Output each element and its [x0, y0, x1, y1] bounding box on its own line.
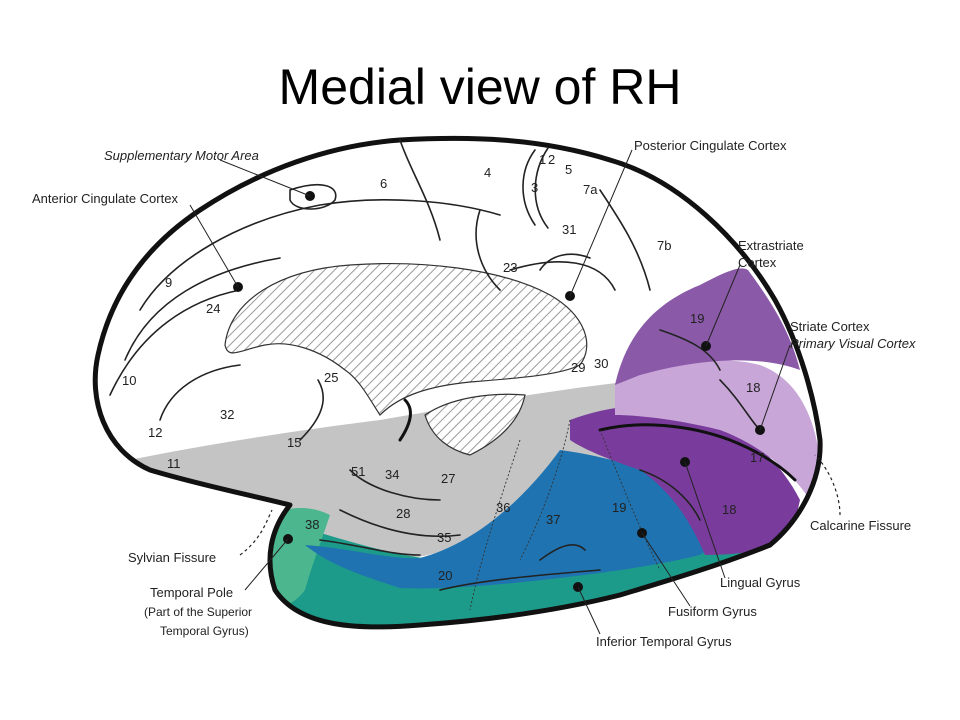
label-calcarine-fissure: Calcarine Fissure	[810, 518, 911, 533]
area-5: 5	[565, 162, 572, 177]
area-2: 2	[548, 152, 555, 167]
label-extrastriate-1: Extrastriate	[738, 238, 804, 253]
sylvian-leader	[239, 509, 273, 556]
area-30: 30	[594, 356, 608, 371]
area-28: 28	[396, 506, 410, 521]
area-1: 1	[539, 152, 546, 167]
area-34: 34	[385, 467, 399, 482]
area-24: 24	[206, 301, 220, 316]
striate-region	[615, 360, 820, 500]
area-35: 35	[437, 530, 451, 545]
pcc-leader	[569, 149, 633, 297]
label-extrastriate-2: Cortex	[738, 255, 777, 270]
corpus-callosum	[224, 263, 588, 416]
lingual-region	[570, 404, 800, 555]
area-11: 11	[167, 456, 181, 471]
inferior-temporal-leader	[577, 586, 601, 635]
slide-title: Medial view of RH	[278, 59, 682, 115]
striate-leader	[759, 344, 791, 431]
area-19-upper: 19	[690, 311, 704, 326]
area-25: 25	[324, 370, 338, 385]
label-temporal-pole-2: (Part of the Superior	[144, 605, 252, 619]
area-37: 37	[546, 512, 560, 527]
area-3: 3	[531, 180, 538, 195]
area-7a: 7a	[583, 182, 598, 197]
area-18-upper: 18	[746, 380, 760, 395]
area-7b: 7b	[657, 238, 671, 253]
sma-leader	[219, 159, 311, 197]
area-23: 23	[503, 260, 517, 275]
area-36: 36	[496, 500, 510, 515]
area-31: 31	[562, 222, 576, 237]
label-temporal-pole-1: Temporal Pole	[150, 585, 233, 600]
label-striate-2: Primary Visual Cortex	[790, 336, 916, 351]
label-inferior-temporal-gyrus: Inferior Temporal Gyrus	[596, 634, 732, 649]
area-27: 27	[441, 471, 455, 486]
fusiform-leader	[641, 532, 691, 607]
acc-leader	[189, 204, 239, 288]
label-striate-1: Striate Cortex	[790, 319, 870, 334]
extrastriate-leader	[705, 264, 741, 347]
area-19-lower: 19	[612, 500, 626, 515]
label-sylvian-fissure: Sylvian Fissure	[128, 550, 216, 565]
brain-outline	[92, 135, 823, 630]
extrastriate-region	[615, 268, 800, 385]
area-51: 51	[351, 464, 365, 479]
label-temporal-pole-3: Temporal Gyrus)	[160, 624, 249, 638]
area-20: 20	[438, 568, 452, 583]
area-38: 38	[305, 517, 319, 532]
area-32: 32	[220, 407, 234, 422]
area-15: 15	[287, 435, 301, 450]
brodmann-area-numbers: 1 2 5 4 3 6 7a 31 7b 23 9 24 19 30 29 25…	[122, 152, 764, 583]
temporal-pole-region	[262, 508, 330, 606]
temporal-pole-leader	[244, 538, 289, 591]
lingual-leader	[684, 461, 726, 579]
area-18-lower: 18	[722, 502, 736, 517]
area-12: 12	[148, 425, 162, 440]
fornix-hatch	[424, 393, 526, 456]
label-anterior-cingulate-cortex: Anterior Cingulate Cortex	[32, 191, 178, 206]
label-fusiform-gyrus: Fusiform Gyrus	[668, 604, 757, 619]
area-4: 4	[484, 165, 491, 180]
label-lingual-gyrus: Lingual Gyrus	[720, 575, 801, 590]
fusiform-region	[305, 450, 710, 589]
label-posterior-cingulate-cortex: Posterior Cingulate Cortex	[634, 138, 787, 153]
area-17: 17	[750, 450, 764, 465]
area-6: 6	[380, 176, 387, 191]
area-10: 10	[122, 373, 136, 388]
label-supplementary-motor-area: Supplementary Motor Area	[104, 148, 259, 163]
area-9: 9	[165, 275, 172, 290]
calcarine-leader	[814, 454, 841, 516]
area-29: 29	[571, 360, 585, 375]
